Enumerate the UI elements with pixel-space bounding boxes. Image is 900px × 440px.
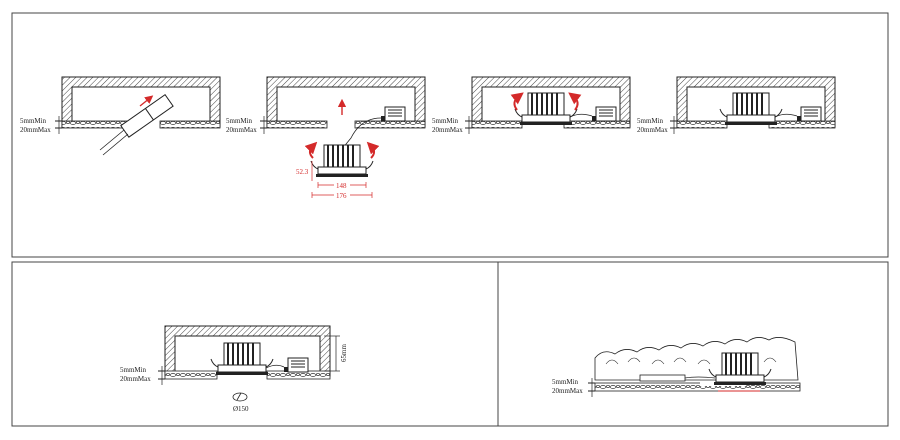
step-5-depth: 65mm Ø150 5mmMin 20mmMax xyxy=(120,325,348,413)
dim-cutout: Ø150 xyxy=(233,405,249,413)
label-max: 20mmMax xyxy=(432,126,463,134)
panel-top xyxy=(11,12,889,258)
label-min: 5mmMin xyxy=(637,117,664,125)
panel-bottom-right xyxy=(497,261,889,427)
label-max: 20mmMax xyxy=(552,387,583,395)
label-max: 20mmMax xyxy=(20,126,51,134)
cutout-icon xyxy=(232,392,248,402)
label-min: 5mmMin xyxy=(226,117,253,125)
label-max: 20mmMax xyxy=(637,126,668,134)
label-min: 5mmMin xyxy=(20,117,47,125)
dim-height: 52.3 xyxy=(296,168,309,176)
dim-65mm: 65mm xyxy=(340,344,348,362)
label-max: 20mmMax xyxy=(120,375,151,383)
label-max: 20mmMax xyxy=(226,126,257,134)
step-4-installed: 5mmMin 20mmMax xyxy=(637,76,836,134)
dim-176: 176 xyxy=(336,192,347,200)
label-min: 5mmMin xyxy=(432,117,459,125)
step-6-insulation: 5mmMin 20mmMax xyxy=(552,337,801,397)
step-3-clips: 5mmMin 20mmMax xyxy=(432,76,631,134)
step-1-cutout: 5mmMin 20mmMax xyxy=(20,76,221,156)
label-min: 5mmMin xyxy=(552,378,579,386)
dim-148: 148 xyxy=(336,182,347,190)
label-min: 5mmMin xyxy=(120,366,147,374)
step-2-insert: 52.3 148 176 5mmMin 20mmMax xyxy=(226,76,426,200)
